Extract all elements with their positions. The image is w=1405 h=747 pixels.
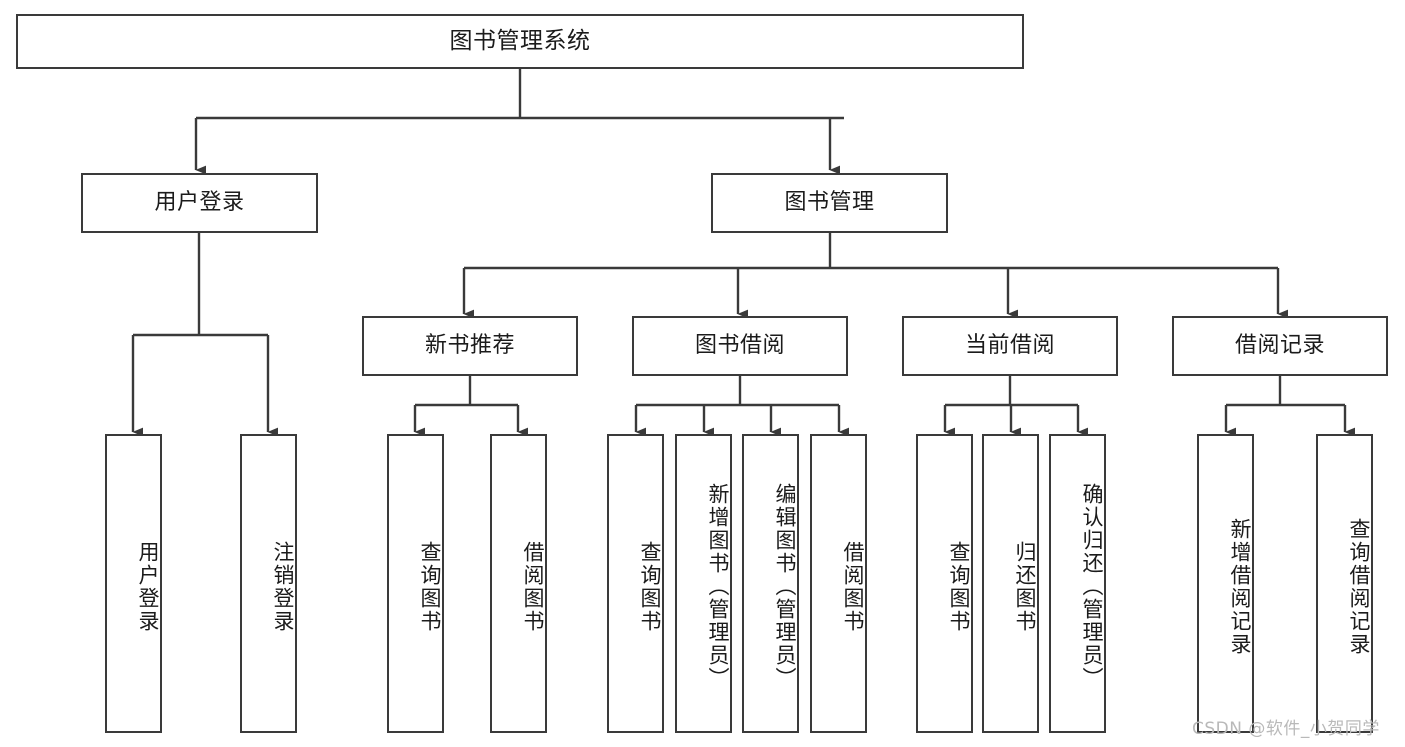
leaf-label: 新增图书（管理员） — [706, 483, 730, 690]
node-current-borrow[interactable]: 当前借阅 — [902, 316, 1118, 376]
leaf-borrow-edit-book[interactable]: 编辑图书（管理员） — [742, 434, 799, 733]
leaf-user-login-logout[interactable]: 注销登录 — [240, 434, 297, 733]
leaf-borrow-borrow-book[interactable]: 借阅图书 — [810, 434, 867, 733]
leaf-label: 查询图书 — [638, 540, 662, 633]
leaf-borrow-query-book[interactable]: 查询图书 — [607, 434, 664, 733]
watermark: CSDN @软件_小贺同学 — [1192, 719, 1380, 739]
leaf-record-query[interactable]: 查询借阅记录 — [1316, 434, 1373, 733]
leaf-current-query-book[interactable]: 查询图书 — [916, 434, 973, 733]
leaf-label: 查询借阅记录 — [1347, 517, 1371, 656]
leaf-new-book-borrow[interactable]: 借阅图书 — [490, 434, 547, 733]
node-user-login[interactable]: 用户登录 — [81, 173, 318, 233]
node-borrow-record[interactable]: 借阅记录 — [1172, 316, 1388, 376]
leaf-label: 借阅图书 — [841, 540, 865, 633]
leaf-borrow-add-book[interactable]: 新增图书（管理员） — [675, 434, 732, 733]
node-new-book-recommend[interactable]: 新书推荐 — [362, 316, 578, 376]
leaf-label: 编辑图书（管理员） — [773, 483, 797, 690]
leaf-label: 归还图书 — [1013, 540, 1037, 633]
leaf-label: 确认归还（管理员） — [1080, 483, 1104, 690]
leaf-current-return-book[interactable]: 归还图书 — [982, 434, 1039, 733]
leaf-record-add[interactable]: 新增借阅记录 — [1197, 434, 1254, 733]
leaf-new-book-query[interactable]: 查询图书 — [387, 434, 444, 733]
node-book-management[interactable]: 图书管理 — [711, 173, 948, 233]
node-root[interactable]: 图书管理系统 — [16, 14, 1024, 69]
leaf-current-confirm-return[interactable]: 确认归还（管理员） — [1049, 434, 1106, 733]
leaf-label: 借阅图书 — [521, 540, 545, 633]
leaf-label: 查询图书 — [947, 540, 971, 633]
leaf-label: 注销登录 — [271, 540, 295, 633]
node-book-borrow[interactable]: 图书借阅 — [632, 316, 848, 376]
leaf-label: 用户登录 — [136, 540, 160, 633]
leaf-label: 新增借阅记录 — [1228, 517, 1252, 656]
leaf-user-login-login[interactable]: 用户登录 — [105, 434, 162, 733]
leaf-label: 查询图书 — [418, 540, 442, 633]
